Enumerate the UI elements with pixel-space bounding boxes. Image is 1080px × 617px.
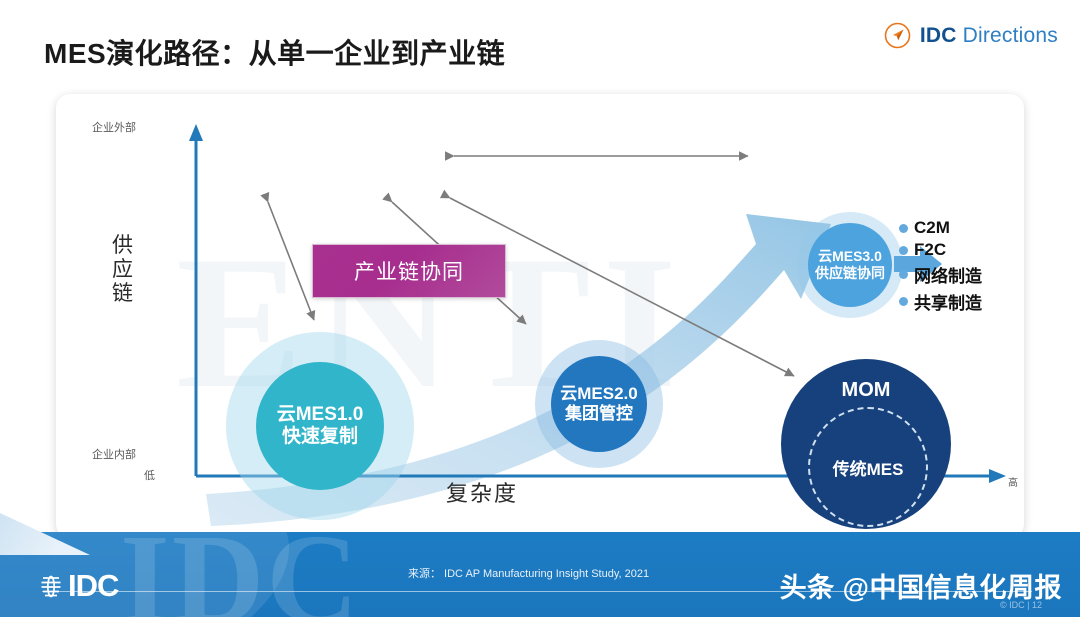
outcome-label: C2M xyxy=(914,218,950,237)
source-note: 来源： IDC AP Manufacturing Insight Study, … xyxy=(408,568,650,580)
brand-idc: IDC xyxy=(919,23,957,47)
outcome-label: 网络制造 xyxy=(914,267,982,286)
idc-directions-logo: IDC Directions xyxy=(884,22,1058,49)
bullet-dot-icon xyxy=(899,270,908,279)
arrow-chain-to-mom xyxy=(439,189,795,377)
compass-arrow-icon xyxy=(884,22,911,49)
node-cloud-mes-3-line1: 云MES3.0 xyxy=(818,248,882,265)
y-axis-title: 供应链 xyxy=(112,234,134,305)
y-axis-bottom-label: 企业内部 xyxy=(92,449,136,461)
node-cloud-mes-1[interactable]: 云MES1.0 快速复制 xyxy=(256,362,384,490)
brand-wordmark: IDC Directions xyxy=(920,24,1058,48)
idc-footer-logo: IDC xyxy=(40,568,119,604)
idc-globe-icon xyxy=(41,575,61,598)
footer-divider xyxy=(42,591,1032,592)
copyright-note: © IDC | 12 xyxy=(1000,600,1042,610)
node-cloud-mes-2-line1: 云MES2.0 xyxy=(560,383,638,403)
outcome-label: F2C xyxy=(914,240,947,259)
list-item[interactable]: F2C xyxy=(899,240,982,260)
bullet-dot-icon xyxy=(899,297,908,306)
bullet-dot-icon xyxy=(899,245,908,255)
page-title: MES演化路径：从单一企业到产业链 xyxy=(44,38,506,69)
outcome-label: 共享制造 xyxy=(914,294,982,313)
industry-chain-collaboration-label: 产业链协同 xyxy=(354,261,464,284)
node-traditional-mes-label: 传统MES xyxy=(832,459,904,479)
bullet-dot-icon xyxy=(899,223,908,233)
outcome-arrow-icon xyxy=(894,246,942,282)
industry-chain-collaboration-box[interactable]: 产业链协同 xyxy=(312,244,506,298)
list-item[interactable]: 共享制造 xyxy=(899,289,982,314)
node-traditional-mes[interactable]: 传统MES xyxy=(808,407,928,527)
y-axis-top-label: 企业外部 xyxy=(92,122,136,134)
channel-credit: 头条 @中国信息化周报 xyxy=(779,573,1062,603)
node-mom-label: MOM xyxy=(841,379,891,401)
brand-directions: Directions xyxy=(962,23,1058,47)
diagram-card: ENTI xyxy=(56,94,1024,538)
node-cloud-mes-1-line1: 云MES1.0 xyxy=(276,403,364,425)
node-cloud-mes-3[interactable]: 云MES3.0 供应链协同 xyxy=(808,223,892,307)
list-item[interactable]: 网络制造 xyxy=(899,262,982,287)
x-axis-high-label: 高 xyxy=(1008,478,1018,489)
node-cloud-mes-2-line2: 集团管控 xyxy=(565,404,633,423)
node-cloud-mes-3-line2: 供应链协同 xyxy=(815,265,885,281)
arrow-chain-to-mes1 xyxy=(260,191,316,321)
node-cloud-mes-1-line2: 快速复制 xyxy=(281,426,358,447)
node-cloud-mes-2[interactable]: 云MES2.0 集团管控 xyxy=(551,356,647,452)
x-axis-title: 复杂度 xyxy=(446,481,519,506)
list-item[interactable]: C2M xyxy=(899,218,982,238)
x-axis-low-label: 低 xyxy=(144,470,155,482)
idc-footer-label: IDC xyxy=(68,568,119,603)
y-axis xyxy=(189,124,203,476)
outcome-list: C2M F2C 网络制造 共享制造 xyxy=(899,218,982,314)
